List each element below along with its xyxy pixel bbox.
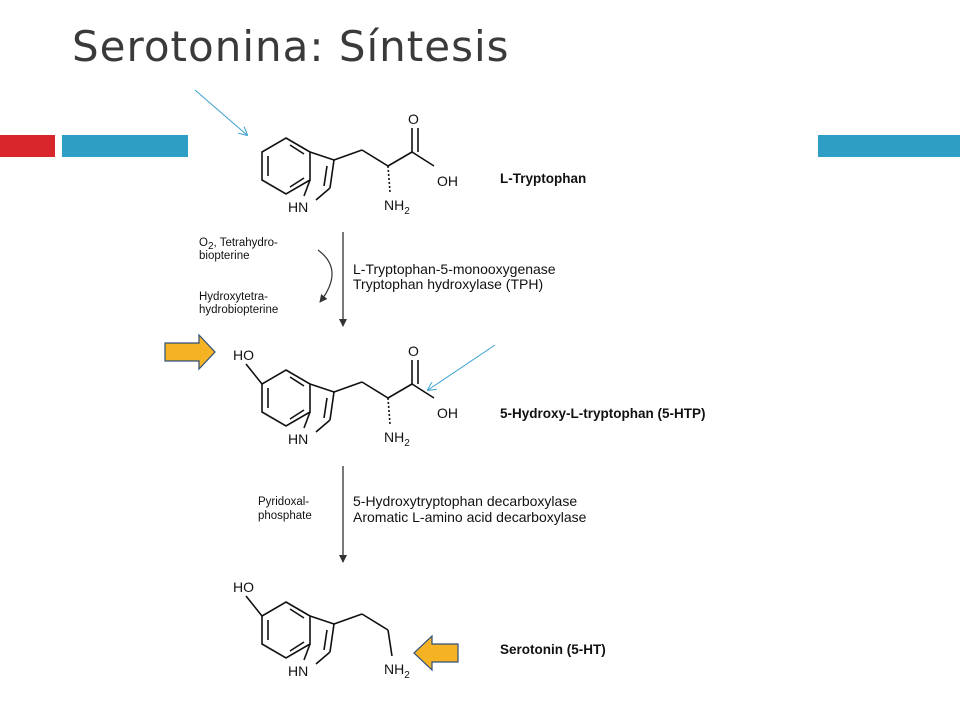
serotonin-ho-label: HO (233, 579, 254, 595)
tryptophan-oh-label: OH (437, 173, 458, 189)
pointer-line-tryptophan (194, 89, 247, 135)
step2-enzyme-line2: Aromatic L-amino acid decarboxylase (353, 509, 587, 525)
tryptophan-hn-label: HN (288, 199, 308, 215)
serotonin-nh-label: NH2 (384, 661, 410, 681)
accent-bar-red (0, 135, 55, 157)
pointer-line-htp (428, 344, 496, 390)
step2-cofactor-line2: phosphate (258, 510, 312, 522)
tryptophan-name: L-Tryptophan (500, 171, 586, 186)
step2-enzyme-line1: 5-Hydroxytryptophan decarboxylase (353, 493, 577, 509)
highlight-arrow-right (164, 333, 216, 371)
tryptophan-structure (261, 128, 435, 201)
highlight-arrow-left (413, 634, 459, 672)
accent-bar-blue-left (62, 135, 188, 157)
step1-cofactor-out-line2: hydrobiopterine (199, 304, 278, 316)
step1-enzyme-line1: L-Tryptophan-5-monooxygenase (353, 261, 556, 277)
tryptophan-o-label: O (408, 111, 419, 127)
htp-o-label: O (408, 343, 419, 359)
htp-nh-label: NH2 (384, 429, 410, 449)
benzene-ring (261, 601, 311, 659)
htp-structure (245, 360, 435, 433)
serotonin-name: Serotonin (5-HT) (500, 642, 606, 657)
step1-cofactor-in-line2: biopterine (199, 250, 250, 262)
serotonin-structure (245, 595, 393, 665)
tryptophan-nh-label: NH2 (384, 197, 410, 217)
benzene-ring (261, 369, 311, 427)
slide-title: Serotonina: Síntesis (72, 22, 510, 71)
htp-oh-label: OH (437, 405, 458, 421)
htp-hn-label: HN (288, 431, 308, 447)
step1-enzyme-line2: Tryptophan hydroxylase (TPH) (353, 276, 543, 292)
htp-ho-label: HO (233, 347, 254, 363)
cofactor-curve-arrow-1 (317, 249, 333, 303)
serotonin-hn-label: HN (288, 663, 308, 679)
step2-cofactor-line1: Pyridoxal- (258, 496, 309, 508)
step1-cofactor-out-line1: Hydroxytetra- (199, 291, 268, 303)
htp-name: 5-Hydroxy-L-tryptophan (5-HTP) (500, 406, 706, 421)
benzene-ring (261, 137, 311, 195)
step1-cofactor-in-line1: O2, Tetrahydro- (199, 237, 278, 252)
accent-bar-blue-right (818, 135, 960, 157)
